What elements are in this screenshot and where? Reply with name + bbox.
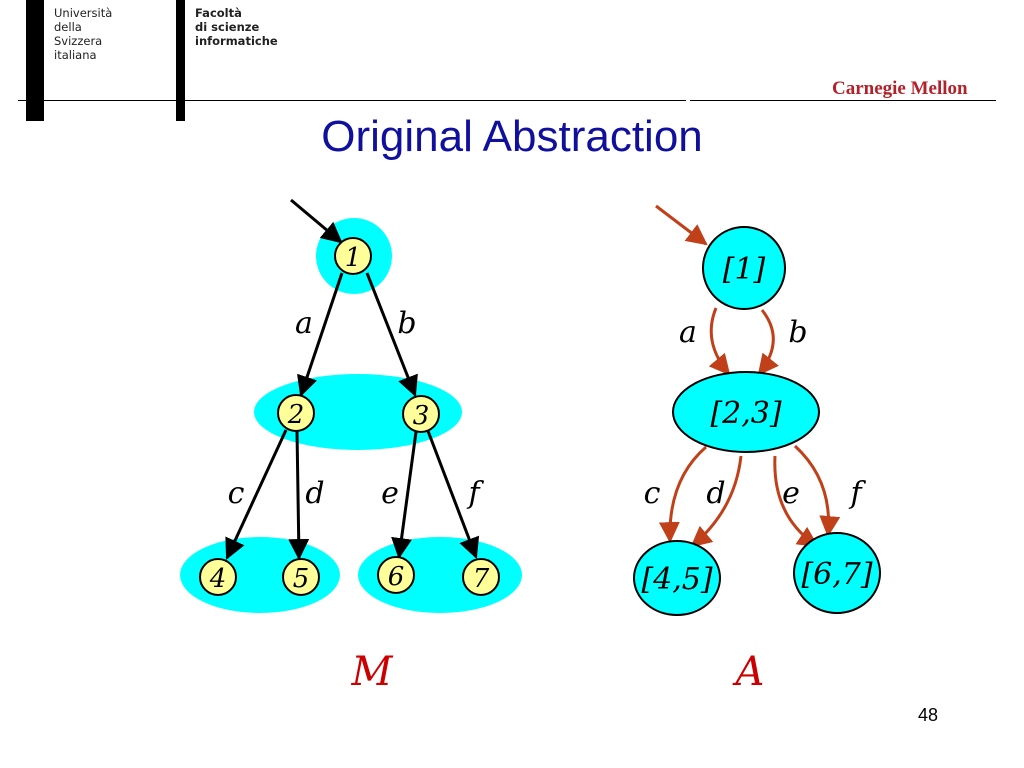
node-4: 4 — [199, 558, 237, 596]
university-line: italiana — [54, 48, 97, 62]
faculty-name: Facoltà di scienze informatiche — [195, 6, 278, 48]
abs-initial-arrow — [655, 204, 708, 246]
abs-node-4-5-label: [4,5] — [641, 562, 712, 597]
edge-b — [365, 272, 418, 397]
initial-arrow — [290, 198, 343, 244]
edge-label-f: f — [466, 476, 484, 511]
node-2: 2 — [277, 394, 315, 432]
abs-node-6-7: [6,7] — [793, 532, 881, 614]
faculty-line: di scienze — [195, 20, 260, 34]
node-1: 1 — [334, 237, 372, 275]
abs-edge-a — [708, 307, 731, 376]
abs-edge-label-f: f — [848, 476, 866, 511]
header-rule-left — [18, 100, 686, 101]
edge-f — [426, 430, 480, 559]
logo-bar-left — [26, 0, 44, 121]
university-line: Svizzera — [54, 34, 103, 48]
edge-a — [297, 272, 344, 397]
node-5: 5 — [282, 558, 320, 596]
abs-node-2-3: [2,3] — [672, 371, 820, 453]
node-5-label: 5 — [293, 564, 310, 594]
edge-label-d: d — [305, 476, 324, 511]
node-7-label: 7 — [473, 564, 490, 594]
abs-edge-f — [793, 444, 841, 538]
university-line: Università — [54, 6, 113, 20]
edge-d — [288, 430, 310, 561]
header-rule-right — [690, 100, 996, 101]
slide-title: Original Abstraction — [321, 112, 703, 161]
edge-label-e: e — [381, 476, 399, 511]
abs-edge-e — [773, 455, 819, 548]
node-3: 3 — [402, 395, 440, 433]
edge-label-b: b — [397, 306, 416, 341]
abstract-model-diagram: [1] [2,3] [4,5] [6,7] a b c d e f A — [633, 204, 881, 695]
page-number: 48 — [917, 705, 938, 725]
node-3-label: 3 — [413, 401, 430, 431]
abstraction-label: A — [732, 649, 765, 695]
edge-label-c: c — [228, 476, 245, 511]
node-6-label: 6 — [388, 562, 405, 592]
edge-c — [225, 429, 288, 560]
abs-node-4-5: [4,5] — [633, 540, 721, 616]
abs-node-6-7-label: [6,7] — [801, 557, 872, 592]
abs-edge-label-d: d — [706, 476, 725, 511]
abs-edge-b — [757, 309, 779, 376]
abs-edge-label-a: a — [679, 315, 697, 350]
abs-edge-label-b: b — [788, 315, 807, 350]
abs-edge-label-c: c — [644, 476, 661, 511]
concrete-model-diagram: 1 2 3 4 5 6 7 a b c d e f — [180, 198, 522, 695]
university-line: della — [54, 20, 82, 34]
abs-edge-d — [690, 455, 743, 548]
abs-node-2-3-label: [2,3] — [710, 396, 781, 431]
node-4-label: 4 — [209, 564, 227, 594]
faculty-line: informatiche — [195, 34, 278, 48]
abs-node-1: [1] — [702, 226, 786, 310]
node-2-label: 2 — [287, 400, 305, 430]
node-7: 7 — [462, 558, 500, 596]
abs-edge-label-e: e — [782, 476, 800, 511]
logo-bar-right — [176, 0, 185, 121]
abs-node-1-label: [1] — [723, 252, 766, 287]
university-name: Università della Svizzera italiana — [54, 6, 112, 62]
edge-label-a: a — [295, 306, 313, 341]
edge-e — [391, 431, 418, 560]
node-1-label: 1 — [345, 243, 362, 273]
model-label: M — [351, 649, 394, 695]
node-6: 6 — [377, 556, 415, 594]
faculty-line: Facoltà — [195, 6, 242, 20]
carnegie-mellon-logo: Carnegie Mellon — [832, 78, 968, 99]
abs-edge-c — [658, 445, 707, 544]
